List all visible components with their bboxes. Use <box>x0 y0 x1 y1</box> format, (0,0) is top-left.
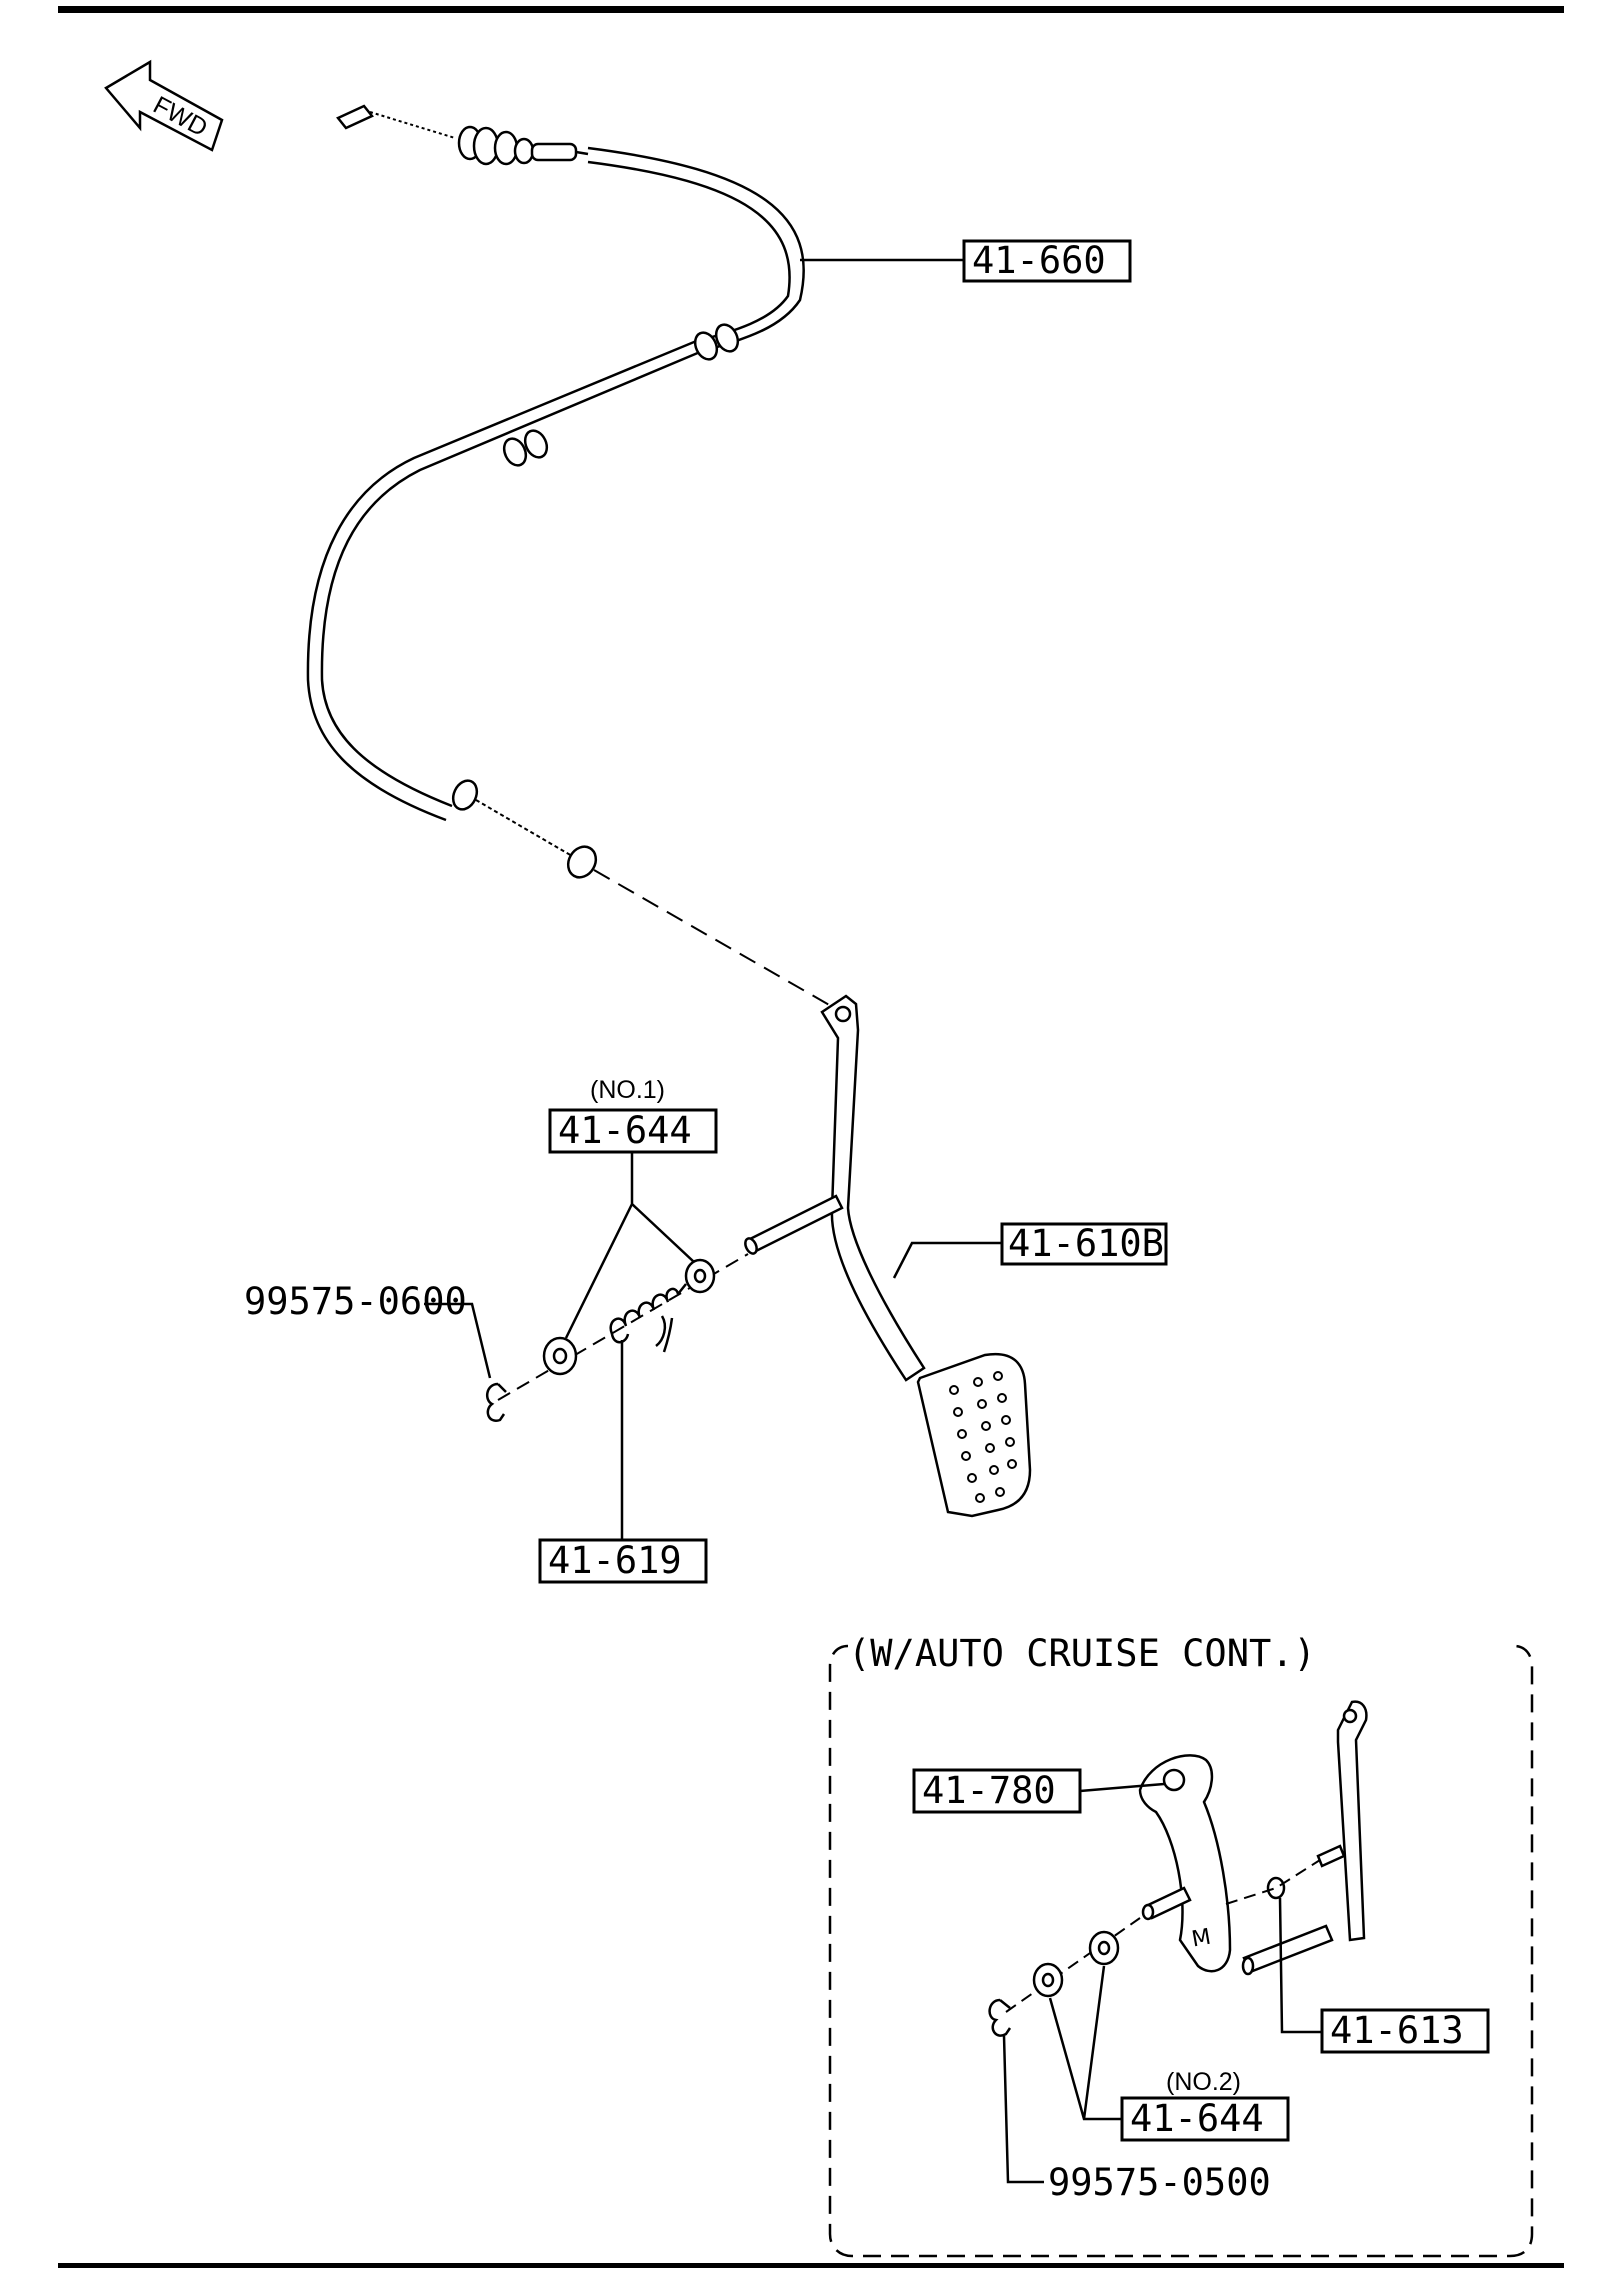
note-no2: (NO.2) <box>1166 2068 1241 2096</box>
bottom-rule <box>58 2263 1564 2268</box>
accel-cable <box>306 104 839 1011</box>
leader-41-613 <box>1278 1897 1322 2034</box>
leader-41-610B <box>892 1241 1002 1279</box>
leader-41-780 <box>1079 1782 1165 1793</box>
return-spring <box>609 1283 687 1353</box>
note-no1: (NO.1) <box>590 1076 665 1104</box>
clip-0600 <box>485 1382 507 1422</box>
top-rule <box>58 6 1564 13</box>
label-41-613: 41-613 <box>1330 2009 1464 2052</box>
accel-pedal <box>744 994 1032 1518</box>
label-99575-0500: 99575-0500 <box>1048 2161 1271 2204</box>
bushing-no1-right <box>684 1258 716 1294</box>
label-41-780: 41-780 <box>922 1769 1056 1812</box>
label-41-610B: 41-610B <box>1008 1222 1164 1265</box>
label-99575-0600: 99575-0600 <box>244 1280 467 1323</box>
inset-cruise-control: (W/AUTO CRUISE CONT.) M <box>828 1632 1534 2258</box>
fwd-arrow-icon: FWD <box>104 59 224 152</box>
svg-text:M: M <box>1190 1925 1213 1953</box>
label-41-644-no1: 41-644 <box>558 1109 692 1152</box>
label-41-644-no2: 41-644 <box>1130 2097 1264 2140</box>
label-41-660: 41-660 <box>972 239 1106 282</box>
leader-99575-0500 <box>1002 2035 1044 2184</box>
leader-99575-0600 <box>424 1302 492 1379</box>
bushing-no1-left <box>542 1336 578 1376</box>
label-41-619: 41-619 <box>548 1539 682 1582</box>
leader-41-644-no1 <box>564 1152 695 1339</box>
inset-title: (W/AUTO CRUISE CONT.) <box>848 1632 1316 1675</box>
leader-41-644-no2 <box>1048 1965 1122 2121</box>
pivot-axis <box>497 1253 749 1401</box>
